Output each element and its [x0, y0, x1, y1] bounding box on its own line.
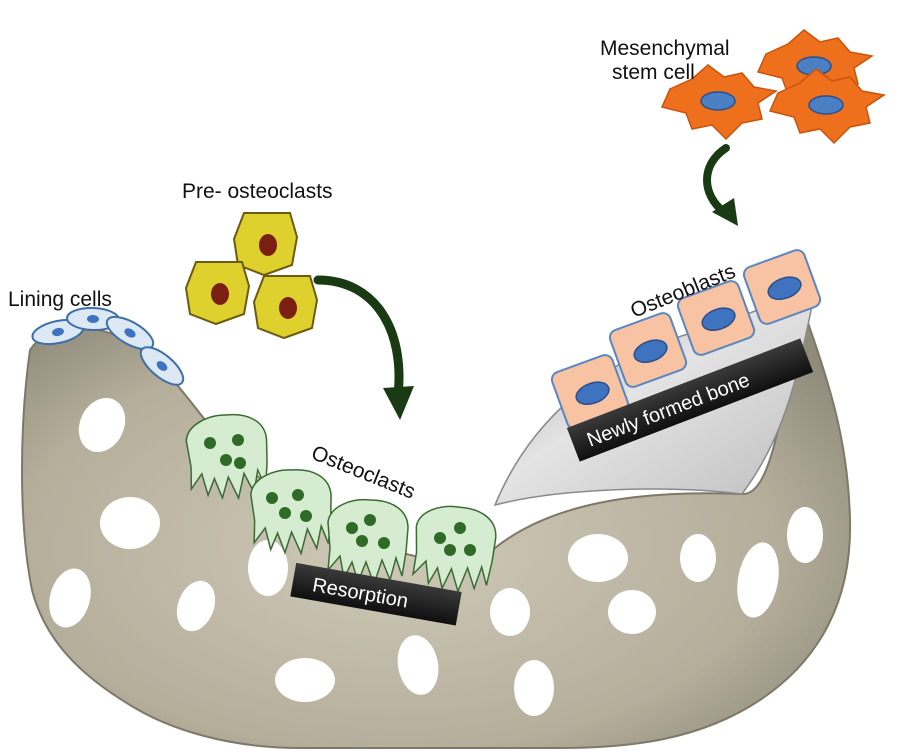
curved-arrow-icon	[703, 144, 738, 226]
lining-cells-label: Lining cells	[8, 288, 112, 311]
resorption-tag: Resorption	[290, 562, 462, 626]
pre-osteoclasts-label: Pre- osteoclasts	[182, 180, 333, 203]
pre-osteoclast-cells	[185, 212, 318, 339]
mesenchymal-stem-cell-label: Mesenchymal	[600, 37, 730, 60]
mesenchymal-stem-cell-label-line2: stem cell	[612, 61, 695, 84]
osteoclast-nuclei	[204, 434, 476, 556]
curved-arrow-icon	[313, 275, 414, 420]
bone-pores	[49, 397, 823, 716]
